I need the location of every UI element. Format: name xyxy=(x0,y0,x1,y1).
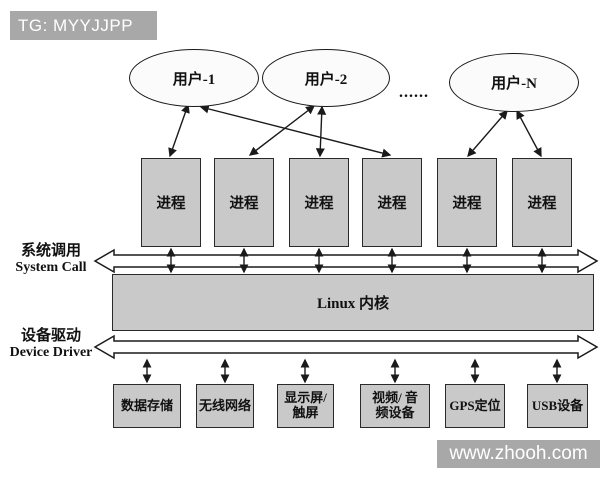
users-ellipsis: ...... xyxy=(399,84,429,101)
system-call-label-zh: 系统调用 xyxy=(20,243,81,259)
process-box-6-label: 进程 xyxy=(527,196,557,212)
user-node-1-label: 用户-1 xyxy=(172,71,216,88)
device-box-video-audio: 视频/ 音 频设备 xyxy=(360,384,430,428)
device-box-display-touchscreen-label: 显示屏/ 触屏 xyxy=(284,390,327,420)
process-box-3-label: 进程 xyxy=(304,196,334,212)
watermark-top-left: TG: MYYJJPP xyxy=(10,11,157,40)
system-call-layer-label: 系统调用 System Call xyxy=(2,242,100,277)
process-box-2: 进程 xyxy=(214,158,274,247)
device-box-display-touchscreen: 显示屏/ 触屏 xyxy=(277,384,334,428)
device-box-gps-label: GPS定位 xyxy=(449,397,501,413)
device-box-usb-label: USB设备 xyxy=(531,397,584,413)
linux-kernel-box: Linux 内核 xyxy=(112,274,594,331)
device-box-usb: USB设备 xyxy=(527,384,588,428)
device-box-gps: GPS定位 xyxy=(445,384,505,428)
user-node-2: 用户-2 xyxy=(262,49,390,107)
device-box-wireless-network-label: 无线网络 xyxy=(198,397,251,413)
user-process-arrows xyxy=(168,103,542,158)
kernel-device-arrows xyxy=(142,358,562,384)
process-kernel-arrows xyxy=(166,247,547,274)
process-box-2-label: 进程 xyxy=(229,196,259,212)
process-box-1-label: 进程 xyxy=(156,196,186,212)
user-node-n: 用户-N xyxy=(449,53,579,112)
process-box-5-label: 进程 xyxy=(452,196,482,212)
process-box-1: 进程 xyxy=(141,158,201,247)
watermark-bottom-right: www.zhooh.com xyxy=(437,440,600,468)
device-box-video-audio-label: 视频/ 音 频设备 xyxy=(372,390,418,420)
linux-kernel-label: Linux 内核 xyxy=(316,296,390,312)
process-box-4: 进程 xyxy=(362,158,422,247)
process-box-5: 进程 xyxy=(437,158,497,247)
device-box-data-storage: 数据存储 xyxy=(113,384,181,428)
user-node-2-label: 用户-2 xyxy=(304,71,348,88)
device-driver-layer-label: 设备驱动 Device Driver xyxy=(2,327,100,362)
device-driver-band-double-arrow xyxy=(93,334,599,360)
process-box-4-label: 进程 xyxy=(377,196,407,212)
device-driver-label-zh: 设备驱动 xyxy=(20,328,81,344)
system-call-label-en: System Call xyxy=(15,260,87,275)
device-box-data-storage-label: 数据存储 xyxy=(120,397,173,413)
user-node-1: 用户-1 xyxy=(129,49,259,107)
device-box-wireless-network: 无线网络 xyxy=(196,384,254,428)
process-box-3: 进程 xyxy=(289,158,349,247)
user-node-n-label: 用户-N xyxy=(491,76,537,92)
device-driver-label-en: Device Driver xyxy=(9,345,93,360)
process-box-6: 进程 xyxy=(512,158,572,247)
